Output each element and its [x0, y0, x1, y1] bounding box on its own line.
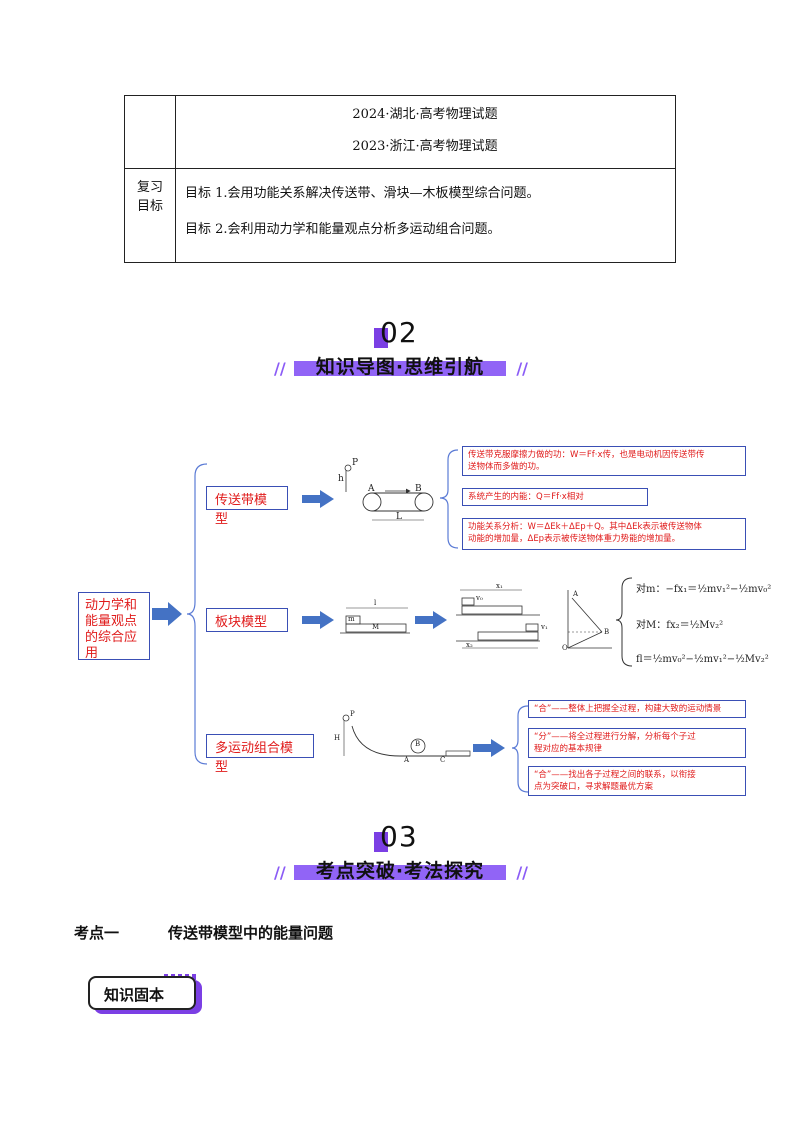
track-figure [342, 714, 471, 757]
section-banner-03: // 考点突破·考法探究 // [274, 856, 528, 886]
section-number-03: 03 [374, 820, 418, 853]
fig1-label-p: P [352, 458, 359, 468]
table-divider-vertical [175, 96, 176, 262]
fig1-label-b: B [415, 484, 422, 494]
banner-slash-right: // [516, 863, 528, 882]
fig1-label-h: h [338, 474, 344, 484]
conveyor-note-heat: 系统产生的内能：Q＝Ff·x相对 [462, 488, 648, 506]
fig1-label-l: L [396, 512, 402, 522]
fig2-label-v0: v₀ [476, 594, 483, 602]
fig2-label-m: m [348, 615, 355, 623]
badge-face: 知识固本 [88, 976, 196, 1010]
badge-text: 知识固本 [104, 986, 165, 1004]
fig2-label-x2: x₂ [466, 641, 473, 649]
mind-map: P h A B L m M l x₁ x₂ v₀ v₁ A B O P H A … [0, 430, 800, 810]
root-line-4: 用 [85, 645, 99, 660]
number-accent-bar [374, 832, 388, 852]
fig2-label-M: M [372, 623, 380, 631]
mind-map-connectors [152, 449, 633, 793]
root-line-2: 能量观点 [85, 613, 138, 628]
fig3-label-a: A [404, 756, 410, 764]
fig3-label-c: C [440, 756, 446, 764]
review-label-line1: 复习 [136, 180, 163, 195]
banner-band [294, 361, 506, 376]
table-divider-horizontal [125, 168, 675, 169]
root-line-1: 动力学和 [85, 597, 138, 612]
exam-source-2023: 2023·浙江·高考物理试题 [352, 139, 498, 154]
banner-slash-left: // [274, 863, 286, 882]
root-line-3: 的综合应 [85, 629, 138, 644]
board-figure-1 [340, 607, 410, 634]
section-banner-02: // 知识导图·思维引航 // [274, 352, 528, 382]
number-accent-bar [374, 328, 388, 348]
branch2-arrow-a [302, 611, 334, 629]
vt-label-a: A [573, 590, 579, 598]
topic-title: 传送带模型中的能量问题 [168, 924, 334, 942]
vt-label-b: B [604, 628, 610, 636]
board-eq-system: fl＝½mv₀²−½mv₁²−½Mv₂² [636, 654, 769, 665]
exam-source-2024: 2024·湖北·高考物理试题 [352, 107, 498, 122]
root-node: 动力学和 能量观点 的综合应 用 [78, 592, 150, 660]
fig1-label-a: A [368, 484, 375, 494]
conveyor-figure [344, 464, 434, 521]
multi-note-link-line1: “合”——找出各子过程之间的联系，以衔接 [534, 770, 696, 780]
branch-board-block: 板块模型 [206, 608, 288, 632]
board-figure-2 [456, 589, 540, 649]
root-arrow [152, 602, 182, 626]
board-eq-M: 对M：fx₂＝½Mv₂² [636, 620, 724, 631]
fig3-label-b: B [415, 740, 421, 748]
conveyor-note-work-line2: 送物体而多做的功。 [468, 462, 545, 472]
multi-note-split-line1: “分”——将全过程进行分解，分析每个子过 [534, 732, 696, 742]
section-number-text: 02 [380, 316, 418, 349]
section-title-03: 考点突破·考法探究 [315, 860, 485, 882]
multi-note-whole: “合”——整体上把握全过程，构建大致的运动情景 [528, 700, 746, 718]
fig3-label-p: P [350, 710, 355, 718]
fig2-label-l: l [374, 599, 377, 607]
goals-table: 2024·湖北·高考物理试题 2023·浙江·高考物理试题 复习 目标 目标 1… [124, 95, 676, 263]
conveyor-note-energy: 功能关系分析：W＝ΔEk＋ΔEp＋Q。其中ΔEk表示被传送物体 动能的增加量，Δ… [462, 518, 746, 550]
conveyor-note-work: 传送带克服摩擦力做的功：W＝Ff·x传，也是电动机因传送带传 送物体而多做的功。 [462, 446, 746, 476]
branch3-arrow [473, 739, 505, 757]
branch3-bracket [511, 705, 529, 793]
multi-note-split-line2: 程对应的基本规律 [534, 744, 603, 754]
banner-band [294, 865, 506, 880]
vt-label-o: O [562, 644, 568, 652]
fig2-label-v1: v₁ [541, 623, 548, 631]
conveyor-note-energy-line1: 功能关系分析：W＝ΔEk＋ΔEp＋Q。其中ΔEk表示被传送物体 [468, 522, 702, 532]
conveyor-note-work-line1: 传送带克服摩擦力做的功：W＝Ff·x传，也是电动机因传送带传 [468, 450, 705, 460]
branch2-arrow-b [415, 611, 447, 629]
banner-slash-left: // [274, 359, 286, 378]
vt-graph [567, 590, 612, 649]
review-label-line2: 目标 [136, 199, 163, 214]
section-number-text: 03 [380, 820, 418, 853]
branch1-arrow [302, 490, 334, 508]
branch2-bracket [615, 577, 633, 667]
conveyor-note-energy-line2: 动能的增加量，ΔEp表示被传送物体重力势能的增加量。 [468, 534, 681, 544]
topic-label: 考点一 [74, 924, 120, 942]
multi-note-link-line2: 点为突破口，寻求解题最优方案 [534, 782, 654, 792]
banner-slash-right: // [516, 359, 528, 378]
branch1-bracket [439, 449, 459, 549]
multi-note-link: “合”——找出各子过程之间的联系，以衔接 点为突破口，寻求解题最优方案 [528, 766, 746, 796]
multi-note-split: “分”——将全过程进行分解，分析每个子过 程对应的基本规律 [528, 728, 746, 758]
main-bracket [186, 463, 208, 765]
board-eq-m: 对m：−fx₁＝½mv₁²−½mv₀² [636, 584, 772, 595]
branch-conveyor: 传送带模型 [206, 486, 288, 526]
section-number-02: 02 [374, 316, 418, 349]
section-title-02: 知识导图·思维引航 [315, 356, 485, 378]
fig2-label-x1: x₁ [496, 582, 503, 590]
fig3-label-h: H [334, 734, 341, 742]
knowledge-badge: 知识固本 [88, 974, 208, 1016]
goal-1: 目标 1.会用功能关系解决传送带、滑块—木板模型综合问题。 [185, 186, 540, 201]
branch-multi-motion: 多运动组合模型 [206, 734, 314, 774]
goal-2: 目标 2.会利用动力学和能量观点分析多运动组合问题。 [185, 222, 501, 237]
